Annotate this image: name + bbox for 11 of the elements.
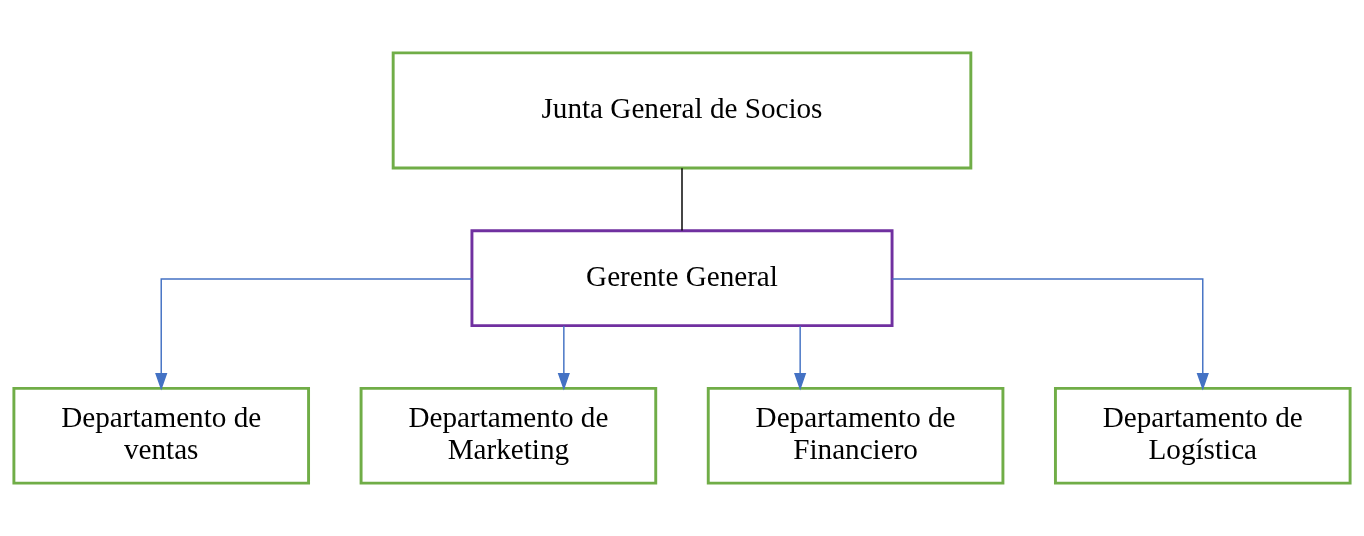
arrow bbox=[891, 278, 1209, 391]
node-box: Junta General de Socios bbox=[391, 51, 973, 170]
arrow bbox=[155, 278, 473, 391]
node-box: Departamento de Logística bbox=[1054, 386, 1352, 485]
node-box: Departamento de Financiero bbox=[706, 386, 1005, 485]
arrow bbox=[794, 325, 807, 391]
connector bbox=[681, 167, 683, 232]
node-box: Departamento de ventas bbox=[12, 386, 310, 485]
node-box: Gerente General bbox=[470, 229, 894, 328]
node-box: Departamento de Marketing bbox=[359, 386, 658, 485]
arrow bbox=[557, 325, 570, 391]
